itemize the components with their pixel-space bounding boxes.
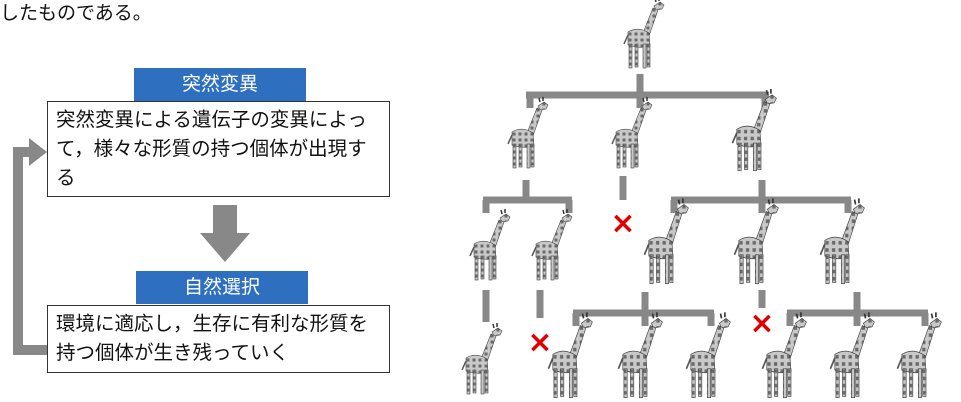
mutation-label: 突然変異 — [134, 68, 306, 101]
elimination-mark: × — [610, 206, 635, 241]
giraffe-gen1 — [731, 88, 778, 172]
mutation-description: 突然変異による遺伝子の変異によって，様々な形質の持つ個体が出現する — [47, 101, 390, 197]
giraffe-gen2 — [469, 208, 511, 281]
giraffe-gen3 — [461, 322, 503, 395]
selection-label: 自然選択 — [136, 271, 308, 304]
header-text: したものである。 — [0, 2, 152, 24]
giraffe-gen2 — [733, 197, 780, 285]
elimination-mark: × — [527, 325, 552, 360]
selection-description-text: 環境に適応し，生存に有利な形質を持つ個体が生き残っていく — [56, 312, 369, 364]
down-arrow — [200, 205, 250, 262]
elimination-mark: × — [749, 306, 774, 341]
giraffe-gen2 — [531, 208, 573, 281]
giraffe-gen3 — [547, 311, 594, 399]
giraffe-gen2 — [643, 197, 690, 285]
mutation-description-text: 突然変異による遺伝子の変異によって，様々な形質の持つ個体が出現する — [56, 108, 367, 189]
giraffe-gen0 — [623, 0, 665, 69]
giraffe-gen2 — [819, 197, 866, 285]
giraffe-gen1 — [611, 96, 653, 169]
selection-description: 環境に適応し，生存に有利な形質を持つ個体が生き残っていく — [47, 305, 390, 373]
feedback-loop-arrow — [13, 138, 47, 355]
lineage-brackets — [482, 74, 929, 326]
giraffe-gen3 — [617, 311, 664, 399]
giraffe-gen3 — [896, 311, 943, 399]
giraffe-gen3 — [829, 311, 876, 399]
